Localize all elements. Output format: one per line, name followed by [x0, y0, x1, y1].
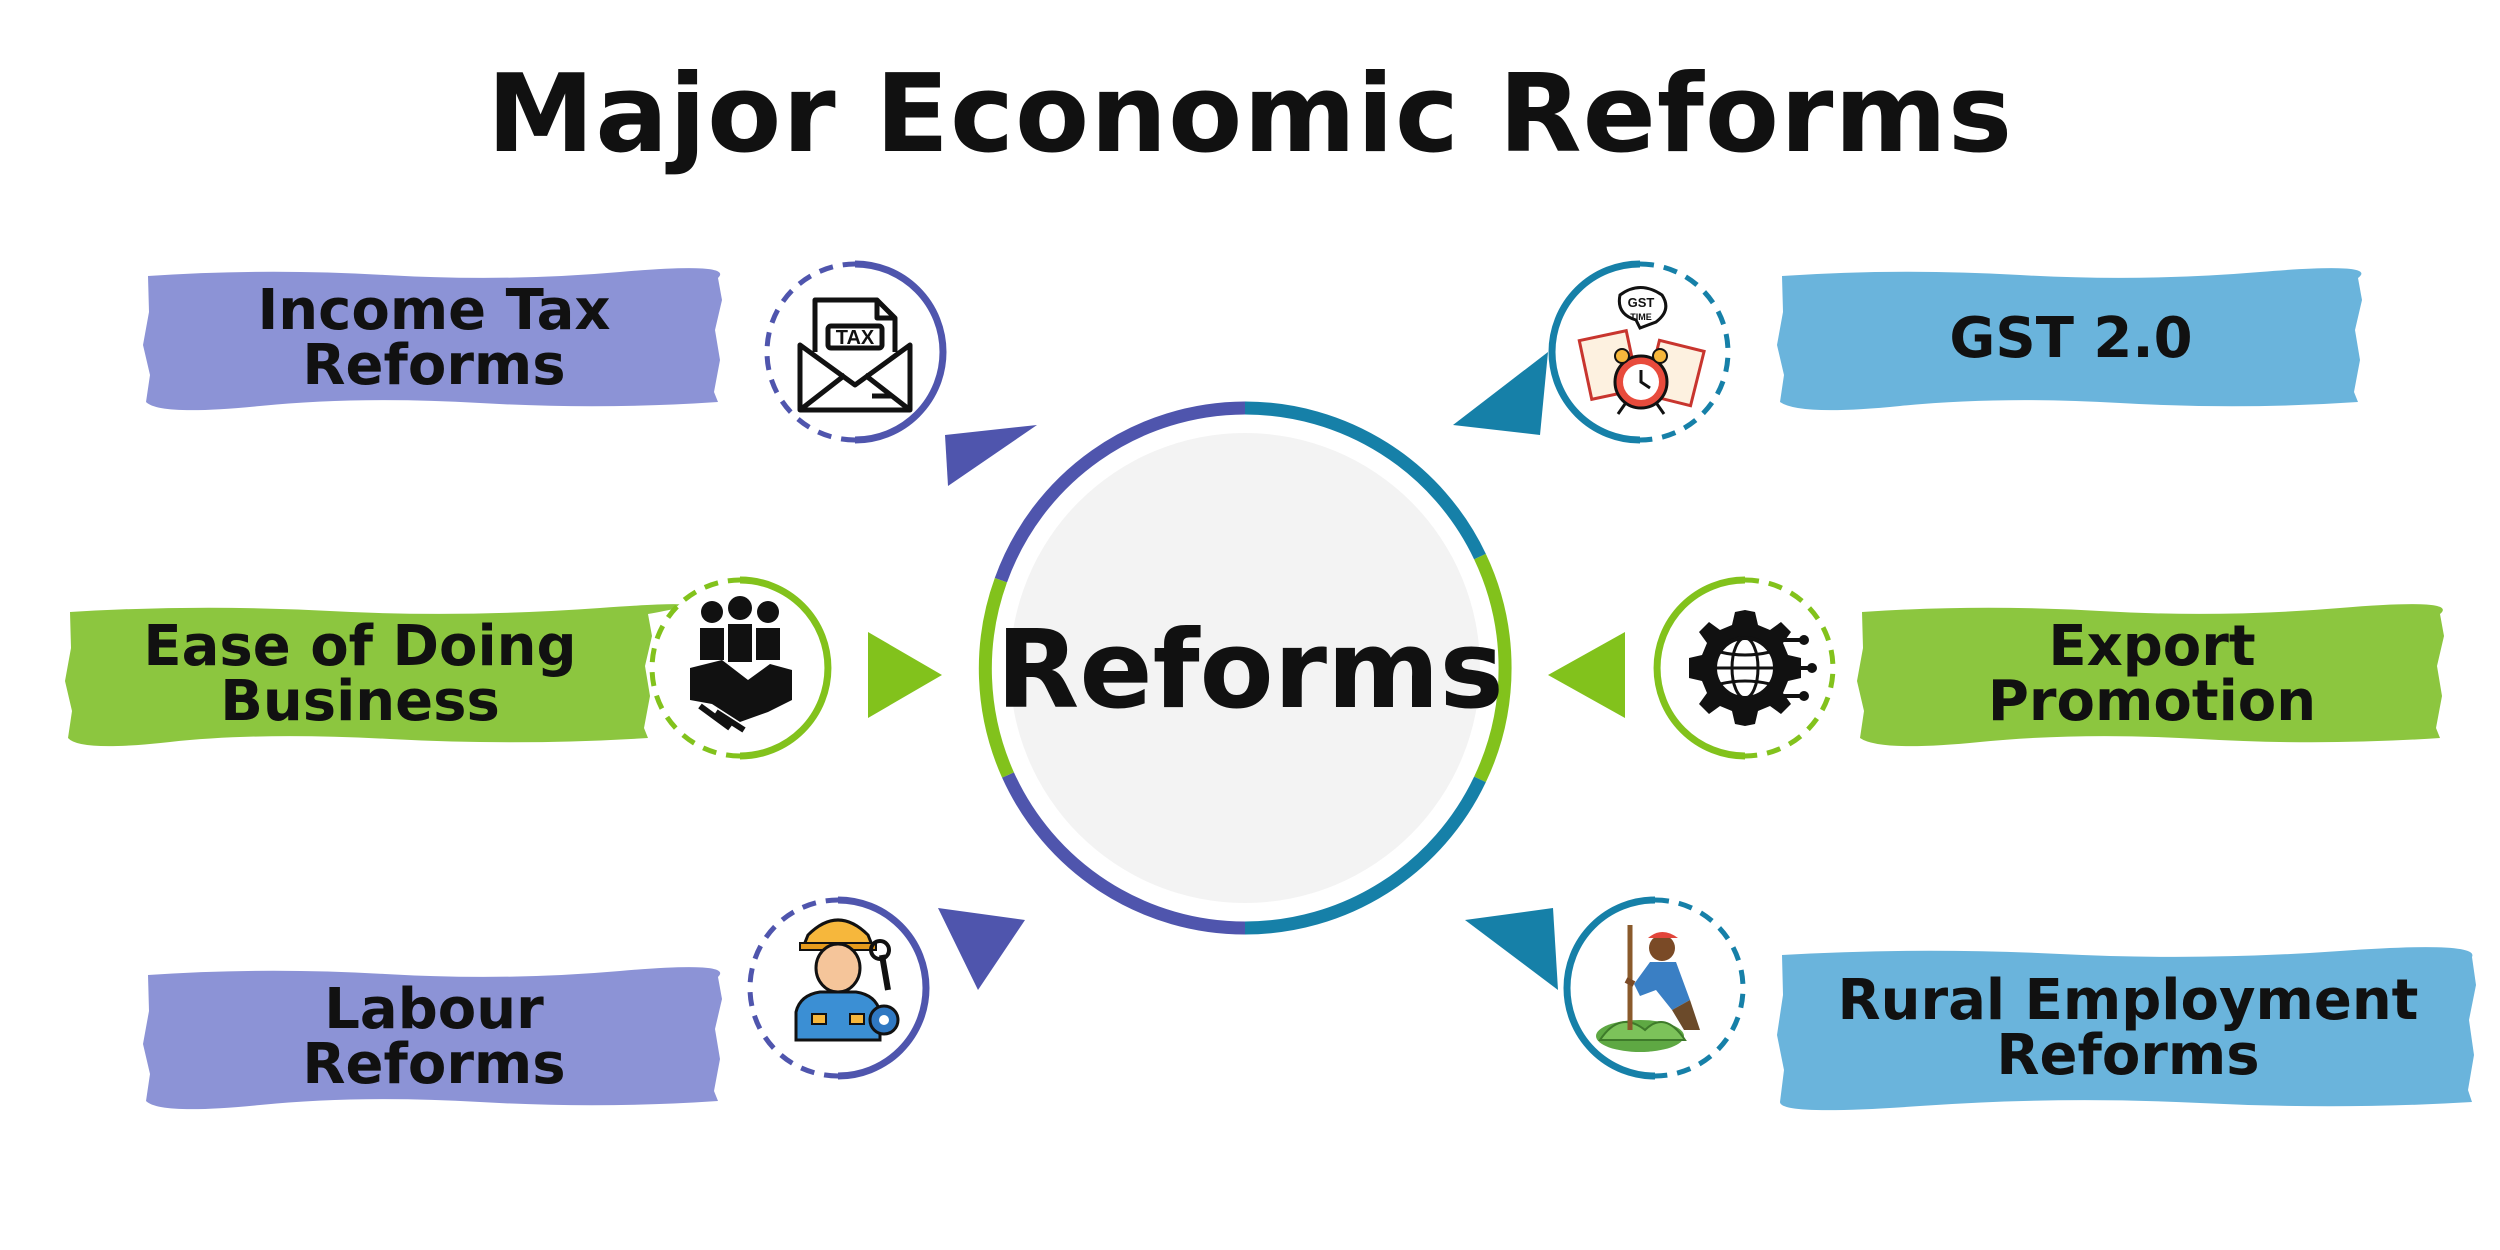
hub-arc-bottom-left — [1002, 772, 1246, 935]
band-ease-of-business — [65, 604, 685, 747]
band-labour — [143, 967, 722, 1110]
band-gst — [1777, 268, 2362, 411]
gst-clock-icon: GST TIME — [1577, 286, 1706, 415]
label-line: Promotion — [1987, 669, 2317, 734]
label-line: Export — [2048, 614, 2256, 680]
svg-text:TAX: TAX — [836, 327, 875, 349]
label-line: Reforms — [302, 1032, 566, 1097]
band-rural — [1777, 947, 2476, 1111]
page-title: Major Economic Reforms — [486, 52, 2014, 177]
pointer-gst — [1453, 352, 1548, 435]
label-line: Reforms — [302, 333, 566, 398]
svg-text:TIME: TIME — [1630, 312, 1652, 322]
label-line: Ease of Doing — [143, 614, 577, 680]
icon-circle-income-tax — [764, 260, 947, 444]
pointer-labour — [938, 908, 1025, 990]
pointer-rural — [1465, 908, 1558, 990]
hub-arc-right — [1474, 553, 1512, 783]
handshake-icon — [690, 596, 792, 733]
pointer-income-tax — [945, 425, 1037, 486]
label-line: Reforms — [1996, 1022, 2260, 1088]
band-income-tax — [143, 268, 722, 411]
label-line: Income Tax — [257, 278, 611, 344]
label-line: Labour — [324, 977, 544, 1043]
band-export — [1857, 604, 2444, 747]
hub-label: Reforms — [996, 607, 1504, 733]
gear-globe-icon — [1689, 610, 1817, 726]
pointer-ease-of-business — [868, 632, 942, 718]
tax-envelope-icon: TAX — [797, 297, 913, 413]
farmer-icon — [1596, 925, 1700, 1052]
hub-fill — [1010, 433, 1480, 903]
label-line: Business — [220, 669, 500, 734]
hub-arc-top-left — [994, 401, 1246, 583]
label-line: GST 2.0 — [1949, 305, 2193, 371]
hub-arc-left — [978, 577, 1014, 778]
svg-text:GST: GST — [1628, 295, 1655, 310]
label-gst: GST 2.0 — [1780, 272, 2362, 406]
hub-arc-bottom-right — [1244, 776, 1486, 935]
hub-arc-top-right — [1244, 401, 1486, 560]
pointer-export — [1548, 632, 1625, 718]
worker-icon — [794, 918, 900, 1042]
icon-circle-ease-of-business — [649, 576, 832, 760]
label-line: Rural Employment — [1837, 967, 2419, 1033]
